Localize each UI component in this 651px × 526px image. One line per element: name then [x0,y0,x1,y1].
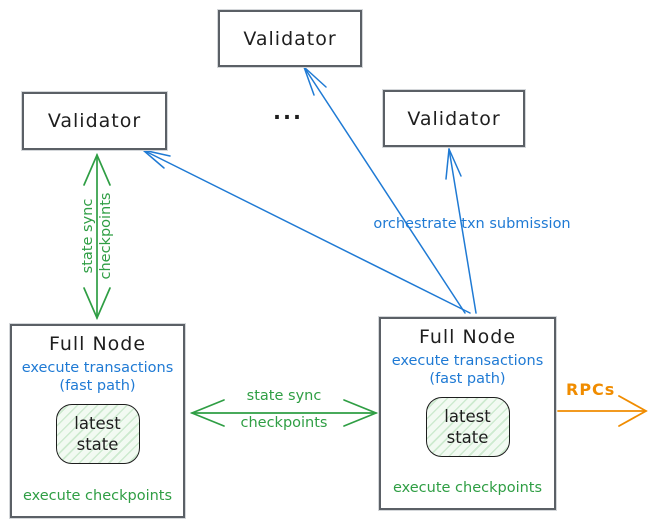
validators-ellipsis: ... [273,100,303,124]
validator-box-right: Validator [383,90,525,147]
full-node-box-right: Full Node execute transactions (fast pat… [379,317,556,510]
orchestrate-txn-submission-label: orchestrate txn submission [373,216,571,232]
execute-transactions-label: execute transactions (fast path) [21,360,174,394]
full-node-title: Full Node [48,333,147,355]
latest-state-box: latest state [55,404,140,464]
orchestrate-arrow-to-left-validator [142,149,471,314]
state-sync-horizontal-label-line1: state sync [246,388,322,404]
rpcs-arrow [557,395,648,427]
rpcs-label: RPCs [566,380,616,399]
full-node-box-left: Full Node execute transactions (fast pat… [10,324,185,518]
orchestrate-arrow-to-right-validator [448,148,477,314]
validator-box-left: Validator [22,92,167,150]
state-sync-horizontal-label-line2: checkpoints [240,415,328,431]
state-sync-horizontal-arrow [189,399,379,427]
execute-checkpoints-label: execute checkpoints [22,488,173,504]
execute-checkpoints-label: execute checkpoints [392,480,543,496]
full-node-title: Full Node [418,326,517,348]
state-sync-vertical-arrow [83,152,111,321]
state-sync-vertical-label: state sync checkpoints [80,192,114,280]
validator-box-top: Validator [218,10,362,67]
validator-label: Validator [407,107,501,130]
execute-transactions-label: execute transactions (fast path) [391,353,544,387]
validator-label: Validator [243,27,337,50]
validator-label: Validator [47,110,142,132]
latest-state-box: latest state [425,397,510,457]
